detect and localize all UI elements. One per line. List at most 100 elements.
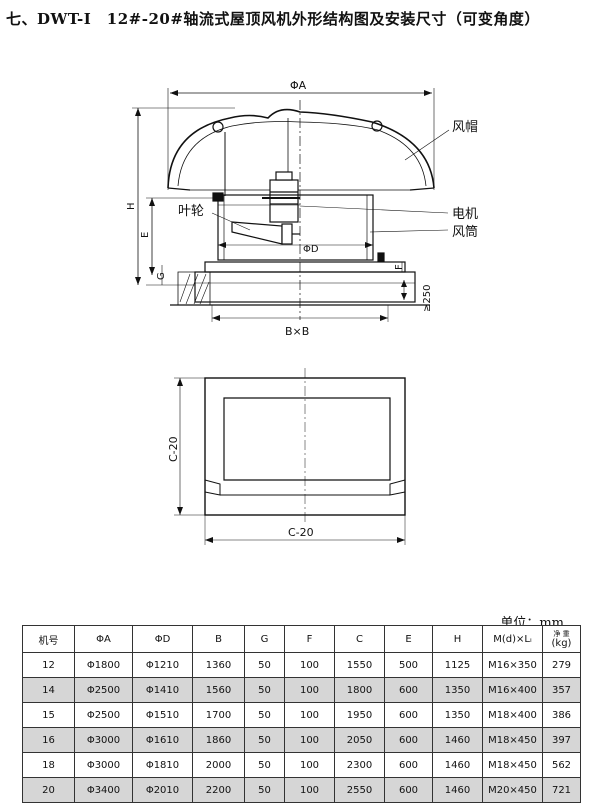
- label-motor: 电机: [452, 207, 478, 222]
- header-cell: ΦD: [132, 625, 193, 653]
- table-cell: 2200: [192, 777, 245, 803]
- table-cell: 357: [542, 677, 581, 703]
- table-cell: Φ3000: [74, 727, 133, 753]
- table-cell: 100: [284, 702, 335, 728]
- label-F: F: [394, 264, 405, 270]
- table-cell: 15: [22, 702, 75, 728]
- table-cell: 279: [542, 652, 581, 678]
- table-cell: 500: [384, 652, 433, 678]
- table-cell: Φ1210: [132, 652, 193, 678]
- table-cell: 50: [244, 777, 285, 803]
- header-cell: M(d)×Lᵢ: [482, 625, 543, 653]
- table-cell: M18×450: [482, 727, 543, 753]
- table-cell: 50: [244, 677, 285, 703]
- table-cell: 397: [542, 727, 581, 753]
- label-C20-side: C-20: [167, 436, 180, 462]
- table-cell: 2300: [334, 752, 385, 778]
- weight-header-top: 净 重: [553, 629, 570, 638]
- table-cell: 2550: [334, 777, 385, 803]
- table-cell: 14: [22, 677, 75, 703]
- label-250: ≥250: [422, 285, 433, 312]
- header-cell: H: [432, 625, 483, 653]
- table-cell: 1350: [432, 677, 483, 703]
- table-cell: 50: [244, 702, 285, 728]
- hood-shape: [167, 108, 435, 189]
- spec-table: 机号 ΦA ΦD B G F C E H M(d)×Lᵢ 净 重 (kg) 12…: [22, 625, 581, 803]
- header-cell-weight: 净 重 (kg): [542, 625, 581, 653]
- table-cell: Φ1800: [74, 652, 133, 678]
- table-cell: 1700: [192, 702, 245, 728]
- label-hood: 风帽: [452, 119, 478, 135]
- label-G: G: [156, 272, 167, 280]
- label-BxB: B×B: [285, 325, 309, 338]
- header-cell: E: [384, 625, 433, 653]
- table-cell: 100: [284, 652, 335, 678]
- label-E: E: [140, 232, 151, 238]
- table-cell: 2050: [334, 727, 385, 753]
- header-cell: ΦA: [74, 625, 133, 653]
- table-cell: M16×400: [482, 677, 543, 703]
- table-cell: 16: [22, 727, 75, 753]
- table-cell: Φ1810: [132, 752, 193, 778]
- table-header-row: 机号 ΦA ΦD B G F C E H M(d)×Lᵢ 净 重 (kg): [22, 625, 581, 653]
- page-title: 七、DWT-Ⅰ 12#-20#轴流式屋顶风机外形结构图及安装尺寸（可变角度）: [6, 10, 540, 28]
- header-cell: G: [244, 625, 285, 653]
- table-cell: Φ3400: [74, 777, 133, 803]
- table-cell: Φ2500: [74, 702, 133, 728]
- header-cell: C: [334, 625, 385, 653]
- duct-shape: [217, 194, 374, 261]
- plan-inner: [223, 397, 391, 481]
- table-cell: 1360: [192, 652, 245, 678]
- table-cell: 100: [284, 727, 335, 753]
- table-cell: Φ1510: [132, 702, 193, 728]
- table-cell: Φ2500: [74, 677, 133, 703]
- header-cell: B: [192, 625, 245, 653]
- label-impeller: 叶轮: [178, 204, 204, 219]
- table-cell: 1950: [334, 702, 385, 728]
- table-cell: 600: [384, 777, 433, 803]
- table-cell: 100: [284, 677, 335, 703]
- table-cell: 1860: [192, 727, 245, 753]
- fan-drawing: ΦA 风帽 H E G F ≥250 叶轮 电机 风筒 ΦD B×B C-20 …: [126, 79, 478, 545]
- motor-shape: [269, 179, 299, 223]
- label-C20-bottom: C-20: [288, 526, 314, 539]
- table-cell: 100: [284, 777, 335, 803]
- table-cell: M18×400: [482, 702, 543, 728]
- header-cell: F: [284, 625, 335, 653]
- table-cell: 18: [22, 752, 75, 778]
- table-cell: M16×350: [482, 652, 543, 678]
- table-cell: 1350: [432, 702, 483, 728]
- table-cell: 1460: [432, 777, 483, 803]
- table-cell: 1460: [432, 727, 483, 753]
- table-cell: 600: [384, 727, 433, 753]
- table-cell: 562: [542, 752, 581, 778]
- table-cell: Φ1410: [132, 677, 193, 703]
- table-cell: 600: [384, 702, 433, 728]
- table-cell: Φ3000: [74, 752, 133, 778]
- table-cell: 721: [542, 777, 581, 803]
- table-cell: 600: [384, 752, 433, 778]
- table-cell: 1800: [334, 677, 385, 703]
- table-cell: 1560: [192, 677, 245, 703]
- label-phiD: ΦD: [303, 244, 319, 255]
- table-cell: M20×450: [482, 777, 543, 803]
- label-phiA: ΦA: [290, 79, 307, 92]
- label-H: H: [126, 202, 137, 210]
- table-cell: 1125: [432, 652, 483, 678]
- table-cell: 386: [542, 702, 581, 728]
- table-cell: 50: [244, 652, 285, 678]
- table-cell: 2000: [192, 752, 245, 778]
- table-cell: 50: [244, 727, 285, 753]
- table-cell: 1550: [334, 652, 385, 678]
- header-cell: 机号: [22, 625, 75, 653]
- table-cell: 600: [384, 677, 433, 703]
- label-duct: 风筒: [452, 224, 478, 240]
- table-cell: Φ2010: [132, 777, 193, 803]
- table-cell: Φ1610: [132, 727, 193, 753]
